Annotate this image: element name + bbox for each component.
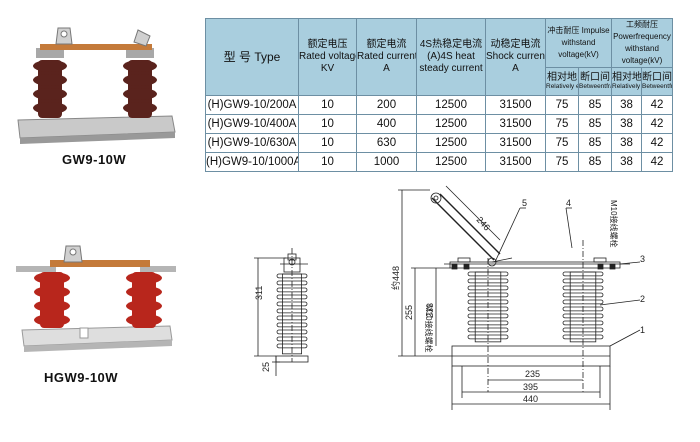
dim-255: 255 (404, 305, 414, 320)
value-cell: 42 (640, 114, 674, 134)
callout-4: 4 (566, 198, 571, 208)
side-view (254, 248, 309, 376)
subheader-power-fracture: 断口间Betweentfracture (640, 67, 674, 96)
value-cell: 12500 (416, 152, 486, 172)
dim-235: 235 (525, 369, 540, 379)
dim-25: 25 (261, 362, 271, 372)
photo-hgw9-10w (16, 245, 176, 352)
value-cell: 38 (611, 133, 642, 153)
value-cell: 31500 (485, 95, 546, 115)
value-cell: 42 (640, 152, 674, 172)
dim-395: 395 (523, 382, 538, 392)
value-cell: 31500 (485, 152, 546, 172)
bolt-label-left: M10接线螺栓 (424, 305, 434, 353)
dim-440: 440 (523, 394, 538, 404)
callout-1: 1 (640, 325, 645, 335)
front-view (398, 185, 641, 410)
value-cell: 75 (545, 152, 579, 172)
type-cell: (H)GW9-10/1000A (205, 152, 299, 172)
dim-phi448: 约448 (390, 266, 401, 290)
callout-5: 5 (522, 198, 527, 208)
type-cell: (H)GW9-10/630A (205, 133, 299, 153)
dim-311: 311 (254, 286, 264, 300)
value-cell: 12500 (416, 95, 486, 115)
header-power-frequency-voltage: 工频耐压 Powerfrequency withstand voltage(kV… (610, 18, 674, 68)
value-cell: 42 (640, 133, 674, 153)
dim-233: 233 (425, 303, 435, 318)
caption-hgw9-10w: HGW9-10W (44, 370, 119, 385)
caption-gw9-10w: GW9-10W (62, 152, 127, 167)
callout-2: 2 (640, 294, 645, 304)
callout-3: 3 (640, 254, 645, 264)
header-type: 型 号 Type (205, 18, 299, 96)
header-impulse-voltage: 冲击耐压 Impulse withstand voltage(kV) (545, 18, 612, 68)
value-cell: 75 (545, 95, 579, 115)
bolt-label-right: M10接线螺栓 (609, 200, 619, 248)
photo-gw9-10w (17, 27, 176, 144)
